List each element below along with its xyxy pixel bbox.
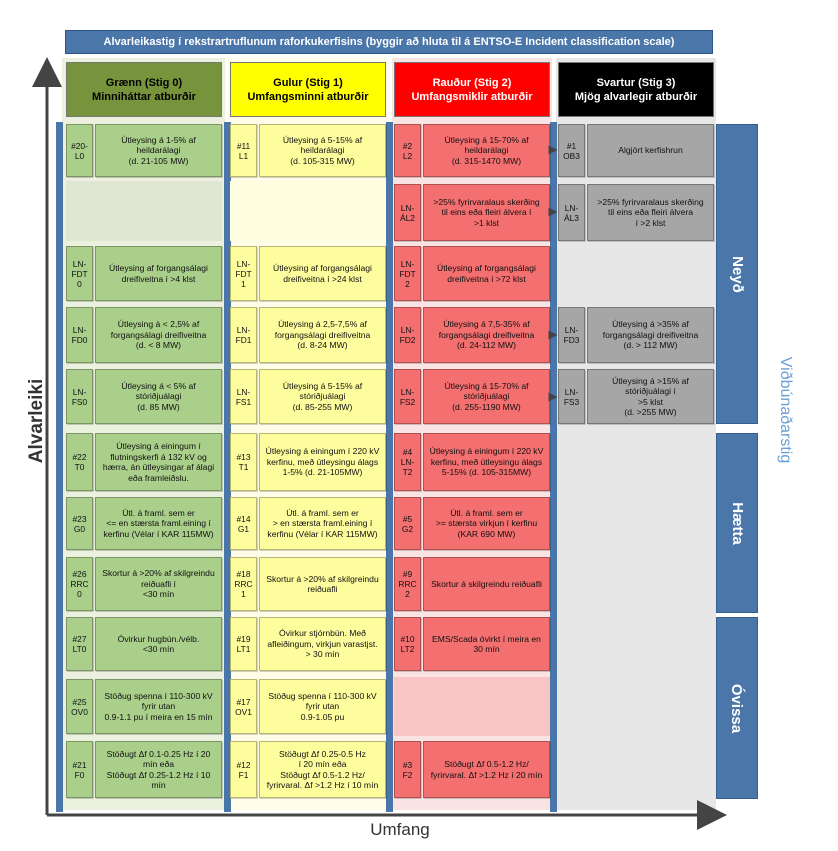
event-green-fs: Útleysing á < 5% af stóriðjuálagi (d. 85… [95, 369, 222, 424]
event-yellow-fs: Útleysing á 5-15% af stóriðjuálagi (d. 8… [259, 369, 386, 424]
event-yellow-f: Stöðugt Δf 0.25-0.5 Hz í 20 mín eða Stöð… [259, 741, 386, 798]
header-black-desc: Mjög alvarlegir atburðir [574, 90, 698, 103]
code-yellow-rrc: #18 RRC 1 [230, 557, 257, 611]
code-green-rrc: #26 RRC 0 [66, 557, 93, 611]
header-yellow-level: Gulur (Stig 1) [273, 76, 343, 89]
code-green-fs: LN- FS0 [66, 369, 93, 424]
header-green: Grænn (Stig 0) Minniháttar atburðir [66, 62, 222, 117]
header-red-level: Rauður (Stig 2) [432, 76, 512, 89]
code-red-lt: #10 LT2 [394, 617, 421, 671]
event-yellow-rrc: Skortur á >20% af skilgreindu reiðuafli [259, 557, 386, 611]
y-axis-label: Alvarleiki [26, 378, 47, 464]
header-black-level: Svartur (Stig 3) [596, 76, 676, 89]
event-red-rrc: Skortur á skilgreindu reiðuafli [423, 557, 550, 611]
event-green-lt: Óvirkur hugbún./vélb. <30 mín [95, 617, 222, 671]
code-red-g: #5 G2 [394, 497, 421, 550]
code-yellow-ov: #17 OV1 [230, 679, 257, 734]
header-red-desc: Umfangsmiklir atburðir [411, 90, 533, 103]
code-red-f: #3 F2 [394, 741, 421, 798]
black-column-background [556, 58, 716, 810]
separator-left [56, 122, 63, 812]
x-axis-label: Umfang [370, 820, 430, 839]
code-red-l: #2 L2 [394, 124, 421, 177]
code-green-g: #23 G0 [66, 497, 93, 550]
code-red-fd: LN- FD2 [394, 307, 421, 363]
side-label: Viðbúnaðarstig [777, 356, 794, 464]
code-yellow-l: #11 L1 [230, 124, 257, 177]
event-green-fd: Útleysing á < 2,5% af forgangsálagi drei… [95, 307, 222, 363]
event-yellow-fd: Útleysing á 2,5-7,5% af forgangsálagi dr… [259, 307, 386, 363]
event-yellow-l: Útleysing á 5-15% af heildarálagi (d. 10… [259, 124, 386, 177]
event-red-g: Útl. á framl. sem er >= stærsta virkjun … [423, 497, 550, 550]
event-red-fs: Útleysing á 15-70% af stóriðjuálagi (d. … [423, 369, 550, 424]
event-black-fd: Útleysing á >35% af forgangsálagi dreifi… [587, 307, 714, 363]
event-red-l: Útleysing á 15-70% af heildarálagi (d. 3… [423, 124, 550, 177]
empty-band-red [394, 677, 550, 736]
event-red-f: Stöðugt Δf 0.5-1.2 Hz/ fyrirvaral. Δf >1… [423, 741, 550, 798]
header-black: Svartur (Stig 3) Mjög alvarlegir atburði… [558, 62, 714, 117]
header-red: Rauður (Stig 2) Umfangsmiklir atburðir [394, 62, 550, 117]
separator-2 [386, 122, 393, 812]
code-yellow-lt: #19 LT1 [230, 617, 257, 671]
header-green-desc: Minniháttar atburðir [92, 90, 196, 103]
event-red-lt: EMS/Scada óvirkt í meira en 30 mín [423, 617, 550, 671]
diagram-title: Alvarleikastig í rekstrartruflunum rafor… [65, 30, 713, 54]
code-black-fd: LN- FD3 [558, 307, 585, 363]
event-yellow-t: Útleysing á einingum í 220 kV kerfinu, m… [259, 433, 386, 491]
event-black-l: Algjört kerfishrun [587, 124, 714, 177]
code-green-f: #21 F0 [66, 741, 93, 798]
code-black-al: LN- ÁL3 [558, 184, 585, 241]
code-yellow-fd: LN- FD1 [230, 307, 257, 363]
code-black-fs: LN- FS3 [558, 369, 585, 424]
event-green-fdt: Útleysing af forgangsálagi dreifiveitna … [95, 246, 222, 301]
code-red-fdt: LN- FDT 2 [394, 246, 421, 301]
code-yellow-fs: LN- FS1 [230, 369, 257, 424]
code-yellow-t: #13 T1 [230, 433, 257, 491]
event-red-fd: Útleysing á 7,5-35% af forgangsálagi dre… [423, 307, 550, 363]
code-black-l: #1 OB3 [558, 124, 585, 177]
event-yellow-lt: Óvirkur stjórnbún. Með afleiðingum, virk… [259, 617, 386, 671]
code-green-lt: #27 LT0 [66, 617, 93, 671]
code-yellow-g: #14 G1 [230, 497, 257, 550]
event-green-t: Útleysing á einingum í flutningskerfi á … [95, 433, 222, 491]
separator-1 [224, 122, 231, 812]
code-green-fd: LN- FD0 [66, 307, 93, 363]
event-red-t: Útleysing á einingum í 220 kV kerfinu, m… [423, 433, 550, 491]
code-green-fdt: LN- FDT 0 [66, 246, 93, 301]
event-green-f: Stöðugt Δf 0.1-0.25 Hz í 20 mín eða Stöð… [95, 741, 222, 798]
code-red-rrc: #9 RRC 2 [394, 557, 421, 611]
code-green-t: #22 T0 [66, 433, 93, 491]
event-green-ov: Stöðug spenna í 110-300 kV fyrir utan 0.… [95, 679, 222, 734]
code-red-fs: LN- FS2 [394, 369, 421, 424]
event-black-al: >25% fyrirvaralaus skerðing til eins eða… [587, 184, 714, 241]
level-ovissa: Óvissa [716, 617, 758, 799]
empty-band-green [66, 181, 222, 241]
event-red-al: >25% fyrirvaralaus skerðing til eins eða… [423, 184, 550, 241]
header-yellow-desc: Umfangsminni atburðir [247, 90, 369, 103]
header-green-level: Grænn (Stig 0) [105, 76, 183, 89]
event-green-l: Útleysing á 1-5% af heildarálagi (d. 21-… [95, 124, 222, 177]
event-green-rrc: Skortur á >20% af skilgreindu reiðuafli … [95, 557, 222, 611]
code-yellow-f: #12 F1 [230, 741, 257, 798]
code-red-t: #4 LN- T2 [394, 433, 421, 491]
code-green-ov: #25 OV0 [66, 679, 93, 734]
event-black-fs: Útleysing á >15% af stóriðjuálagi í >5 k… [587, 369, 714, 424]
separator-3 [550, 122, 557, 812]
event-green-g: Útl. á framl. sem er <= en stærsta framl… [95, 497, 222, 550]
code-red-al: LN- ÁL2 [394, 184, 421, 241]
event-yellow-fdt: Útleysing af forgangsálagi dreifiveitna … [259, 246, 386, 301]
event-yellow-ov: Stöðug spenna í 110-300 kV fyrir utan 0.… [259, 679, 386, 734]
event-red-fdt: Útleysing af forgangsálagi dreifiveitna … [423, 246, 550, 301]
event-yellow-g: Útl. á framl. sem er > en stærsta framl.… [259, 497, 386, 550]
header-yellow: Gulur (Stig 1) Umfangsminni atburðir [230, 62, 386, 117]
code-green-l: #20- L0 [66, 124, 93, 177]
level-haetta: Hætta [716, 433, 758, 613]
code-yellow-fdt: LN- FDT 1 [230, 246, 257, 301]
empty-band-yellow [230, 181, 386, 241]
level-neyd: Neyð [716, 124, 758, 424]
